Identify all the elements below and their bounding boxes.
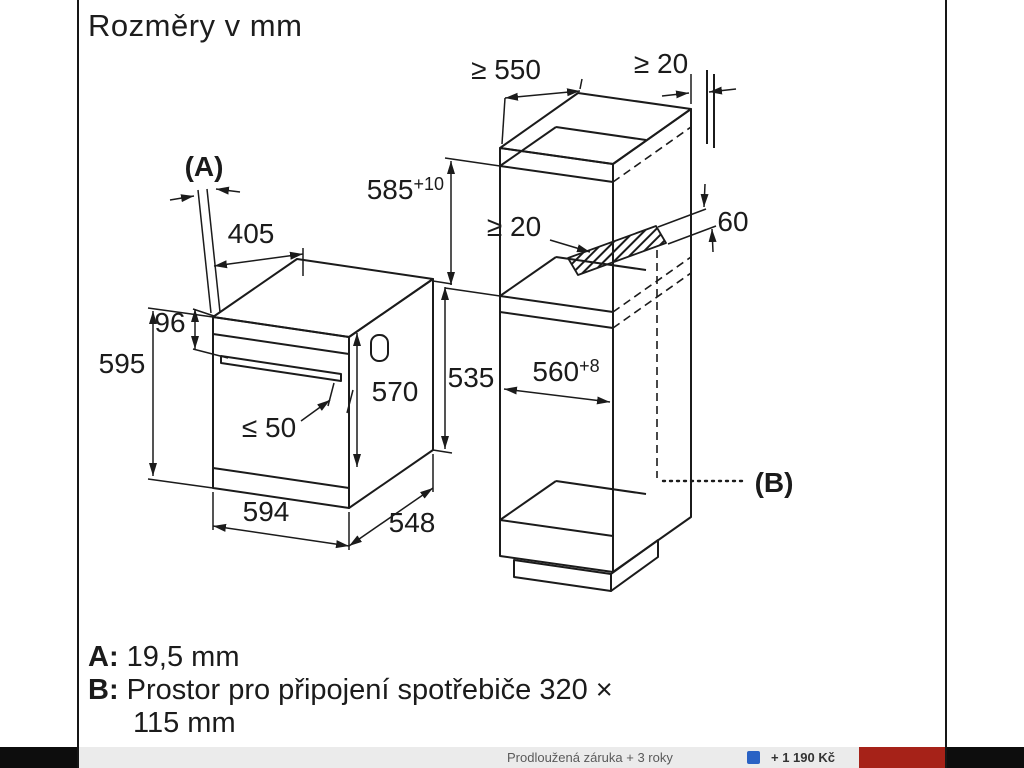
- legend-b-key: B:: [88, 674, 119, 706]
- oven-door-bottom-line: [212, 467, 350, 489]
- warranty-price-text: + 1 190 Kč: [771, 750, 835, 765]
- warranty-text: Prodloužená záruka + 3 roky: [507, 750, 673, 765]
- bottom-right-black-block: [945, 747, 1024, 768]
- oven-dimensions: (A) 405 96 595 ≤ 50 570: [99, 151, 495, 550]
- oven-dim-570-label: 570: [372, 376, 419, 407]
- cabinet-drawing: [499, 92, 692, 592]
- oven-dim-548-label: 548: [389, 507, 436, 538]
- legend-line-b-cont: 115 mm: [133, 707, 236, 739]
- oven-dim-594-label: 594: [243, 496, 290, 527]
- cabinet-dim-585-label: 585+10: [367, 174, 444, 205]
- legend-line-a: A: 19,5 mm: [88, 641, 613, 674]
- cabinet-dim-60-label: 60: [717, 206, 748, 237]
- cabinet-dim-min20-mid-label: ≥ 20: [487, 211, 541, 242]
- cabinet-dim-560-label: 560+8: [532, 356, 599, 387]
- oven-side-grip: [370, 334, 389, 362]
- left-frame-line: [77, 0, 79, 768]
- footer-strip: Prodloužená záruka + 3 roky + 1 190 Kč: [79, 747, 945, 768]
- oven-top-face: [212, 258, 434, 338]
- promo-badge: [859, 747, 945, 768]
- cabinet-side-face: [612, 108, 692, 573]
- connection-spacer-hatched: [567, 225, 667, 276]
- oven-dim-595-label: 595: [99, 348, 146, 379]
- page-title: Rozměry v mm: [88, 8, 303, 43]
- legend-a-text: 19,5 mm: [118, 641, 240, 673]
- oven-dim-535-label: 535: [448, 362, 495, 393]
- oven-dim-405-label: 405: [228, 218, 275, 249]
- cabinet-dim-min20-top-label: ≥ 20: [634, 48, 688, 79]
- oven-dim-max50-label: ≤ 50: [242, 412, 296, 443]
- oven-handle: [220, 355, 342, 382]
- legend-b-text: Prostor pro připojení spotřebiče 320 ×: [118, 674, 613, 706]
- right-frame-line: [945, 0, 947, 768]
- oven-control-panel-line: [212, 333, 350, 355]
- bottom-left-black-block: [0, 747, 79, 768]
- cabinet-ref-b-label: (B): [755, 467, 794, 498]
- cabinet-plinth-side: [610, 539, 659, 592]
- cabinet-dim-min550-label: ≥ 550: [471, 54, 541, 85]
- warranty-icon: [747, 751, 760, 764]
- legend-a-key: A:: [88, 641, 119, 673]
- oven-ref-a-label: (A): [185, 151, 224, 182]
- legend-line-b: B: Prostor pro připojení spotřebiče 320 …: [88, 674, 613, 707]
- cabinet-dimensions: ≥ 550 ≥ 20 585+10 ≥ 20 60 560+8: [367, 48, 794, 498]
- legend: A: 19,5 mm B: Prostor pro připojení spot…: [88, 641, 613, 740]
